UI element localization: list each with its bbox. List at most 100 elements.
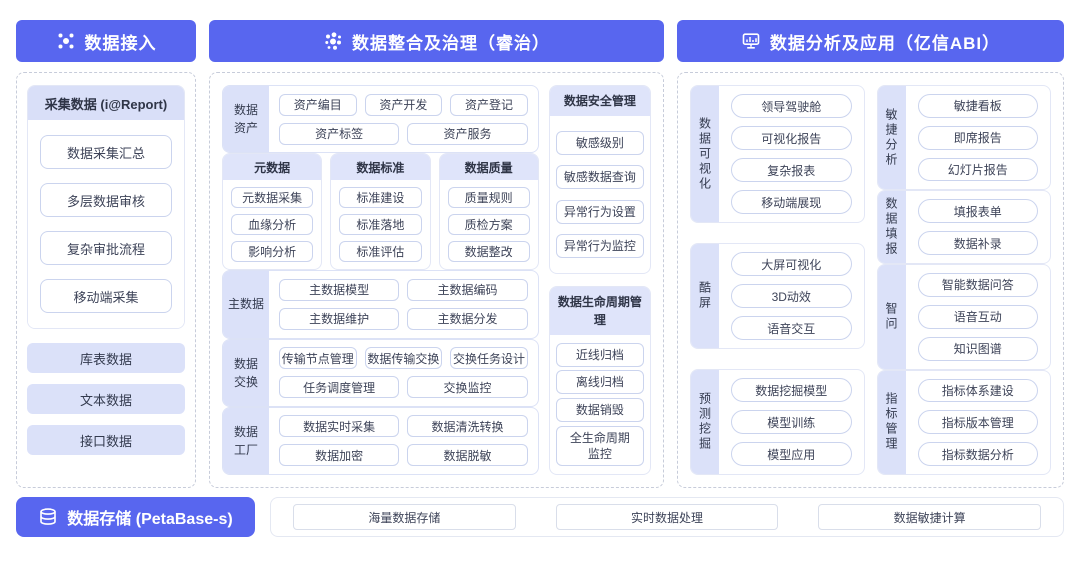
chip-approval-flow: 复杂审批流程 xyxy=(40,231,172,265)
card-data-security: 数据安全管理 敏感级别 敏感数据查询 异常行为设置 异常行为监控 xyxy=(548,85,651,274)
analysis-left-column: 数据可视化 领导驾驶舱 可视化报告 复杂报表 移动端展现 酷屏 大屏可视化 3D… xyxy=(690,85,865,475)
chip-clean-transform: 数据清洗转换 xyxy=(407,415,528,438)
chip-realtime-processing: 实时数据处理 xyxy=(555,504,779,530)
chip-abnormal-setting: 异常行为设置 xyxy=(555,199,644,224)
group-smart-qa: 智问 智能数据问答 语音互动 知识图谱 xyxy=(876,264,1051,370)
chip-master-maintain: 主数据维护 xyxy=(279,307,400,330)
chip-data-encrypt: 数据加密 xyxy=(279,444,400,467)
group-data-factory: 数据工厂 数据实时采集 数据清洗转换 数据加密 数据脱敏 xyxy=(222,406,539,475)
chip-leader-cockpit: 领导驾驶舱 xyxy=(731,94,852,118)
data-source-list: 库表数据 文本数据 接口数据 xyxy=(27,343,185,455)
group-agile-analysis: 敏捷分析 敏捷看板 即席报告 幻灯片报告 xyxy=(876,85,1051,191)
chip-text-data: 文本数据 xyxy=(27,384,185,414)
chip-data-destroy: 数据销毁 xyxy=(555,398,644,423)
chip-standard-build: 标准建设 xyxy=(339,187,422,209)
chip-agile-kanban: 敏捷看板 xyxy=(917,94,1038,118)
chip-data-mask: 数据脱敏 xyxy=(407,444,528,467)
chip-sensitive-level: 敏感级别 xyxy=(555,130,644,155)
subcol-metadata: 元数据 元数据采集 血缘分析 影响分析 xyxy=(222,153,323,271)
header-data-access: 数据接入 xyxy=(16,20,196,62)
panel-governance: 数据资产 资产编目 资产开发 资产登记 资产标签 资产服务 xyxy=(209,72,664,488)
chip-metric-version-mgmt: 指标版本管理 xyxy=(917,410,1038,435)
card-data-security-title: 数据安全管理 xyxy=(549,86,650,116)
header-data-access-label: 数据接入 xyxy=(84,33,157,53)
monitor-chart-icon xyxy=(742,33,760,49)
chip-3d-effects: 3D动效 xyxy=(731,284,852,308)
chip-master-model: 主数据模型 xyxy=(279,278,400,301)
chip-metric-system-build: 指标体系建设 xyxy=(917,378,1038,403)
chip-bigscreen-visual: 大屏可视化 xyxy=(731,252,852,276)
chip-asset-develop: 资产开发 xyxy=(364,93,443,116)
chip-master-coding: 主数据编码 xyxy=(407,278,528,301)
panel-data-access: 采集数据 (i@Report) 数据采集汇总 多层数据审核 复杂审批流程 移动端… xyxy=(16,72,196,488)
chip-lifecycle-monitor: 全生命周期监控 xyxy=(555,425,644,467)
chip-data-transfer-exchange: 数据传输交换 xyxy=(364,347,443,370)
chip-asset-tag: 资产标签 xyxy=(279,122,400,145)
chip-asset-register: 资产登记 xyxy=(450,93,528,116)
header-governance-label: 数据整合及治理（睿治） xyxy=(352,33,550,53)
chip-agile-computing: 数据敏捷计算 xyxy=(818,504,1042,530)
storage-banner-label: 数据存储 (PetaBase-s) xyxy=(67,511,233,528)
governance-right-column: 数据安全管理 敏感级别 敏感数据查询 异常行为设置 异常行为监控 数据生命周期管… xyxy=(548,85,651,475)
chip-standard-evaluate: 标准评估 xyxy=(339,241,422,263)
chip-standard-landing: 标准落地 xyxy=(339,214,422,236)
group-data-asset-label: 数据资产 xyxy=(223,86,269,153)
chip-knowledge-graph: 知识图谱 xyxy=(917,336,1038,361)
chip-quality-check-plan: 质检方案 xyxy=(447,214,530,236)
subcol-data-standard-title: 数据标准 xyxy=(331,154,430,181)
storage-panel: 海量数据存储 实时数据处理 数据敏捷计算 xyxy=(270,497,1064,537)
report-card: 采集数据 (i@Report) 数据采集汇总 多层数据审核 复杂审批流程 移动端… xyxy=(27,85,185,329)
header-analysis: 数据分析及应用（亿信ABI） xyxy=(677,20,1064,62)
chip-abnormal-monitor: 异常行为监控 xyxy=(555,234,644,259)
group-master-data: 主数据 主数据模型 主数据编码 主数据维护 主数据分发 xyxy=(222,270,539,339)
group-smart-qa-label: 智问 xyxy=(877,265,906,369)
chip-task-schedule-mgmt: 任务调度管理 xyxy=(279,376,400,399)
header-row: 数据接入 数据整合及治理（睿治） 数据分析及应用（亿信ABI） xyxy=(16,20,1064,62)
chip-metric-data-analysis: 指标数据分析 xyxy=(917,442,1038,466)
storage-row: 数据存储 (PetaBase-s) 海量数据存储 实时数据处理 数据敏捷计算 xyxy=(16,497,1064,537)
subcol-data-quality-title: 数据质量 xyxy=(439,154,538,181)
group-predictive-mining: 预测挖掘 数据挖掘模型 模型训练 模型应用 xyxy=(690,369,865,475)
chip-model-apply: 模型应用 xyxy=(731,442,852,466)
header-governance: 数据整合及治理（睿治） xyxy=(209,20,664,62)
chip-massive-storage: 海量数据存储 xyxy=(293,504,516,530)
chip-complex-report: 复杂报表 xyxy=(731,158,852,182)
group-predictive-mining-label: 预测挖掘 xyxy=(691,370,719,474)
group-metric-mgmt-label: 指标管理 xyxy=(877,370,906,474)
dots-cluster-icon xyxy=(325,32,341,50)
chip-quality-rules: 质量规则 xyxy=(447,187,530,209)
chip-model-training: 模型训练 xyxy=(731,410,852,434)
governance-left-column: 数据资产 资产编目 资产开发 资产登记 资产标签 资产服务 xyxy=(222,85,539,475)
chip-metadata-collect: 元数据采集 xyxy=(231,187,314,209)
panel-analysis: 数据可视化 领导驾驶舱 可视化报告 复杂报表 移动端展现 酷屏 大屏可视化 3D… xyxy=(677,72,1064,488)
chip-visual-report: 可视化报告 xyxy=(731,126,852,150)
network-dots-icon xyxy=(58,33,73,49)
chip-data-rectify: 数据整改 xyxy=(447,241,530,263)
chip-voice-interact: 语音互动 xyxy=(917,304,1038,329)
group-coolscreen: 酷屏 大屏可视化 3D动效 语音交互 xyxy=(690,243,865,349)
meta-standard-quality-row: 元数据 元数据采集 血缘分析 影响分析 数据标准 标准建设 标准落地 标准评估 xyxy=(222,153,539,271)
group-data-filling: 数据填报 填报表单 数据补录 xyxy=(876,190,1051,265)
chip-lineage-analysis: 血缘分析 xyxy=(231,214,314,236)
chip-sensitive-query: 敏感数据查询 xyxy=(555,165,644,190)
chip-mobile-collection: 移动端采集 xyxy=(40,279,172,313)
chip-data-collection-summary: 数据采集汇总 xyxy=(40,135,172,169)
group-data-factory-label: 数据工厂 xyxy=(223,407,269,474)
group-coolscreen-label: 酷屏 xyxy=(691,244,719,348)
chip-asset-service: 资产服务 xyxy=(407,122,528,145)
chip-exchange-task-design: 交换任务设计 xyxy=(450,347,528,370)
group-data-filling-label: 数据填报 xyxy=(877,191,906,264)
chip-master-distribute: 主数据分发 xyxy=(407,307,528,330)
chip-nearline-archive: 近线归档 xyxy=(555,342,644,367)
chip-data-supplement: 数据补录 xyxy=(917,231,1038,256)
group-visualization-label: 数据可视化 xyxy=(691,86,719,222)
chip-adhoc-report: 即席报告 xyxy=(917,125,1038,150)
chip-offline-archive: 离线归档 xyxy=(555,370,644,395)
subcol-data-standard: 数据标准 标准建设 标准落地 标准评估 xyxy=(330,153,431,271)
header-analysis-label: 数据分析及应用（亿信ABI） xyxy=(769,33,1001,53)
group-master-data-label: 主数据 xyxy=(223,271,269,338)
chip-filling-form: 填报表单 xyxy=(917,199,1038,224)
report-card-title: 采集数据 (i@Report) xyxy=(28,86,184,120)
chip-table-data: 库表数据 xyxy=(27,343,185,373)
